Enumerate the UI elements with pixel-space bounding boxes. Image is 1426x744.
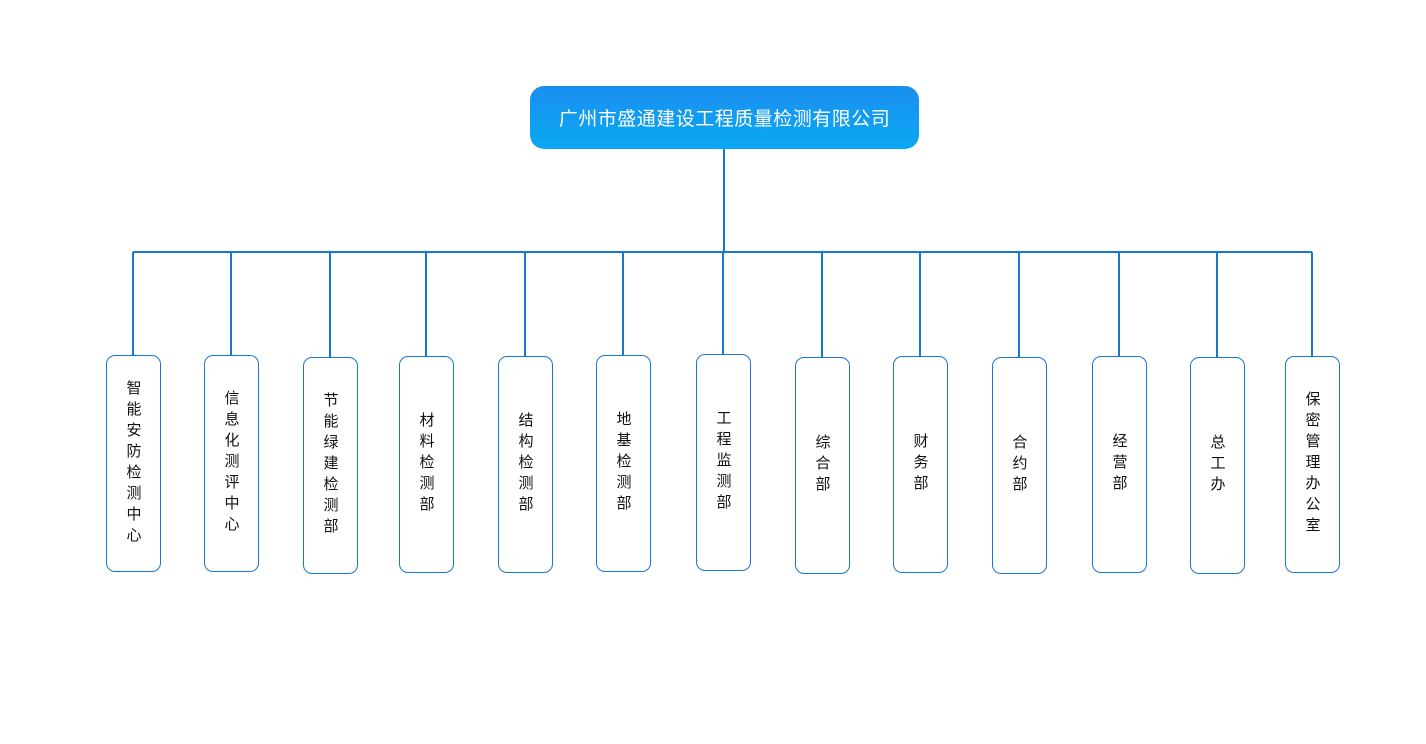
root-node-label: 广州市盛通建设工程质量检测有限公司 xyxy=(558,108,891,130)
department-node: 财务部 xyxy=(892,356,948,573)
department-label: 工程监测部 xyxy=(714,410,733,515)
department-node: 地基检测部 xyxy=(595,355,651,572)
department-label: 综合部 xyxy=(813,434,832,497)
department-node: 工程监测部 xyxy=(695,354,751,571)
department-label: 总工办 xyxy=(1208,434,1227,497)
department-label: 智能安防检测中心 xyxy=(124,379,143,548)
department-node: 智能安防检测中心 xyxy=(105,355,161,572)
department-label: 结构检测部 xyxy=(516,412,535,517)
root-node: 广州市盛通建设工程质量检测有限公司 xyxy=(530,86,919,149)
department-label: 合约部 xyxy=(1010,434,1029,497)
department-label: 信息化测评中心 xyxy=(222,390,241,537)
department-node: 总工办 xyxy=(1189,357,1245,574)
department-node: 结构检测部 xyxy=(497,356,553,573)
department-drop-lines xyxy=(132,252,1313,357)
department-node: 经营部 xyxy=(1091,356,1147,573)
department-label: 财务部 xyxy=(911,433,930,496)
department-label: 保密管理办公室 xyxy=(1303,391,1322,538)
department-label: 经营部 xyxy=(1110,433,1129,496)
department-node: 合约部 xyxy=(991,357,1047,574)
department-label: 节能绿建检测部 xyxy=(321,392,340,539)
department-label: 材料检测部 xyxy=(417,412,436,517)
department-node: 节能绿建检测部 xyxy=(302,357,358,574)
department-node: 信息化测评中心 xyxy=(203,355,259,572)
department-node: 综合部 xyxy=(794,357,850,574)
department-node: 材料检测部 xyxy=(398,356,454,573)
department-node: 保密管理办公室 xyxy=(1284,356,1340,573)
department-label: 地基检测部 xyxy=(614,411,633,516)
